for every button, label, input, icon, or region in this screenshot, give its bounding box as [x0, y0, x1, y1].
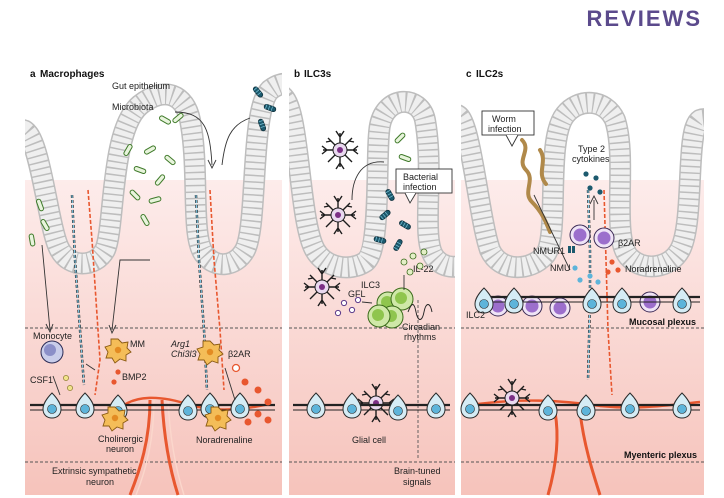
- page-header-title: REVIEWS: [586, 6, 702, 31]
- label-brain-tuned: Brain-tuned: [394, 466, 441, 476]
- panel-a: a Macrophages Gut epithelium Microbiota …: [25, 62, 282, 496]
- label-bacterial: Bacterial: [403, 172, 438, 182]
- label-noradrenaline-a: Noradrenaline: [196, 435, 253, 445]
- label-noradrenaline-c: Noradrenaline: [625, 264, 682, 274]
- label-monocyte: Monocyte: [33, 331, 72, 341]
- label-type2: Type 2: [578, 144, 605, 154]
- label-gfl: GFL: [348, 289, 366, 299]
- panel-c-letter: c: [466, 69, 472, 80]
- panel-b-epithelium: [289, 87, 455, 279]
- panel-b-title: ILC3s: [304, 69, 332, 80]
- label-extrinsic: Extrinsic sympathetic: [52, 466, 137, 476]
- label-nmur1: NMUR1: [533, 246, 565, 256]
- label-bacterial-infection: infection: [403, 182, 437, 192]
- panel-b: b ILC3s Bacterial infection IL-22 ILC3 G…: [289, 62, 455, 495]
- panel-b-letter: b: [294, 69, 300, 80]
- label-microbiota: Microbiota: [112, 102, 154, 112]
- label-nmu: NMU: [550, 263, 571, 273]
- panel-c-title: ILC2s: [476, 69, 504, 80]
- label-brain-tuned-signals: signals: [403, 477, 432, 487]
- label-worm-infection: infection: [488, 124, 522, 134]
- panel-c-epithelium: [461, 91, 704, 279]
- panel-a-epithelium: [25, 73, 282, 276]
- label-cholinergic-neuron: neuron: [106, 444, 134, 454]
- label-circadian-rhythms: rhythms: [404, 332, 437, 342]
- label-mucosal-plexus: Mucosal plexus: [629, 317, 696, 327]
- label-ilc3: ILC3: [361, 280, 380, 290]
- panel-c: c ILC2s Worm infection Type 2 cytokines …: [460, 62, 704, 496]
- label-worm: Worm: [492, 114, 516, 124]
- label-csf1: CSF1: [30, 375, 53, 385]
- label-chi3l3: Chi3l3: [171, 349, 197, 359]
- label-cholinergic: Cholinergic: [98, 434, 144, 444]
- label-glial-cell: Glial cell: [352, 435, 386, 445]
- panel-a-letter: a: [30, 69, 36, 80]
- label-ilc2: ILC2: [466, 310, 485, 320]
- label-gut-epithelium: Gut epithelium: [112, 81, 170, 91]
- label-bmp2: BMP2: [122, 372, 147, 382]
- label-il22: IL-22: [413, 264, 434, 274]
- label-b2ar-c: β2AR: [618, 238, 641, 248]
- label-myenteric-plexus: Myenteric plexus: [624, 450, 697, 460]
- label-circadian: Circadian: [402, 322, 440, 332]
- label-arg1: Arg1: [170, 339, 190, 349]
- label-b2ar-a: β2AR: [228, 349, 251, 359]
- panel-a-title: Macrophages: [40, 69, 105, 80]
- label-cytokines: cytokines: [572, 154, 610, 164]
- label-mm: MM: [130, 339, 145, 349]
- label-extrinsic-neuron: neuron: [86, 477, 114, 487]
